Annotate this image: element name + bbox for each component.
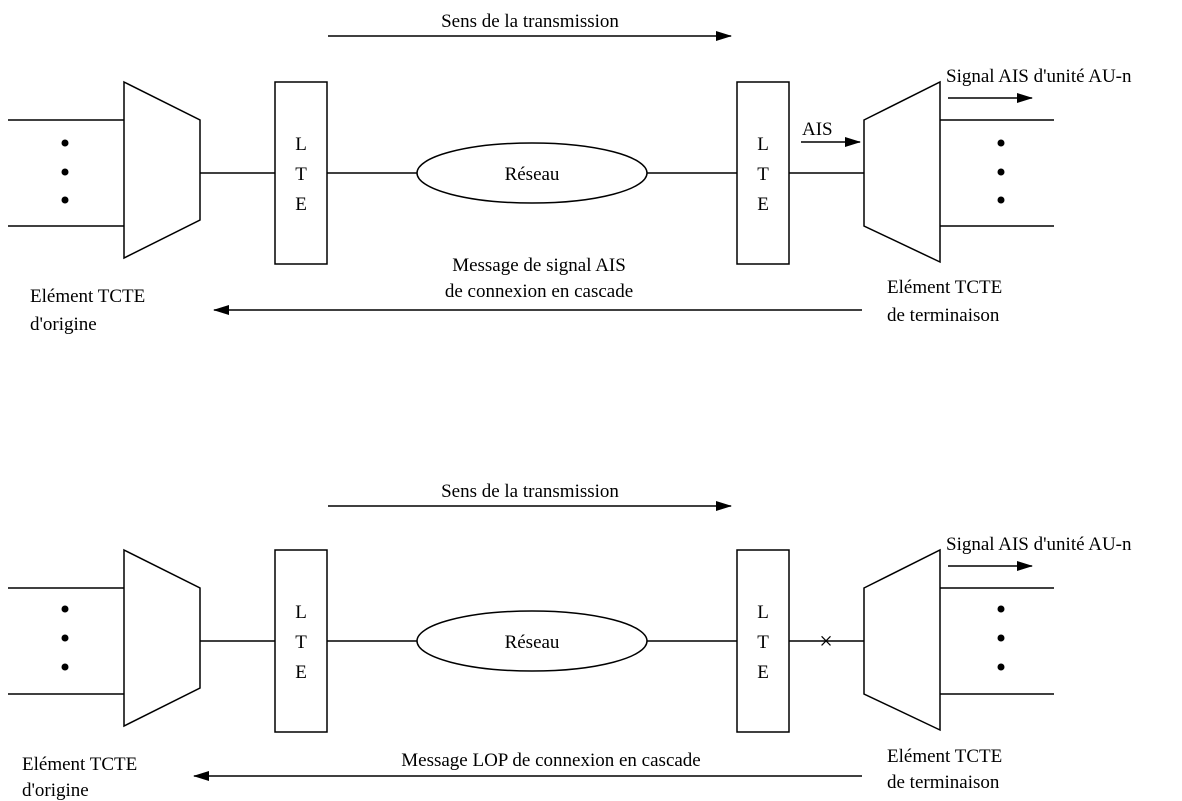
origin-tcte-multiplexer — [123, 548, 201, 728]
ellipsis-dot — [997, 605, 1005, 613]
break-marker: × — [819, 629, 833, 655]
termination-label-line: Elément TCTE — [887, 277, 1002, 298]
ellipsis-dot — [61, 634, 69, 642]
panel-lop-text: Sens de la transmission Signal AIS d'uni… — [22, 481, 1132, 801]
output-signal-label: Signal AIS d'unité AU-n — [946, 66, 1132, 87]
ellipsis-dot — [61, 168, 69, 176]
origin-label-line: d'origine — [30, 314, 97, 335]
lte-letter: L — [295, 134, 307, 155]
lte-letter: E — [757, 662, 769, 683]
origin-label-line: Elément TCTE — [22, 754, 137, 775]
origin-label-line: d'origine — [22, 780, 89, 801]
lte-letter: T — [295, 632, 307, 653]
lte-letter: T — [295, 164, 307, 185]
lte-letter: E — [295, 194, 307, 215]
panel-ais-text: Sens de la transmission Signal AIS d'uni… — [30, 11, 1132, 335]
panel-lop — [8, 501, 1054, 781]
ellipsis-dot — [997, 196, 1005, 204]
lte-letter: L — [295, 602, 307, 623]
ellipsis-dot — [997, 139, 1005, 147]
ellipsis-dot — [997, 634, 1005, 642]
message-label: Message LOP de connexion en cascade — [401, 750, 701, 771]
panel-lop-dots — [61, 605, 1005, 671]
ellipsis-dot — [61, 139, 69, 147]
ais-label: AIS — [802, 119, 833, 140]
panel-ais-dots — [61, 139, 1005, 204]
network-label: Réseau — [505, 632, 560, 653]
lte-letter: T — [757, 632, 769, 653]
ellipsis-dot — [61, 196, 69, 204]
ellipsis-dot — [997, 168, 1005, 176]
termination-tcte-demultiplexer — [863, 548, 941, 732]
output-signal-label: Signal AIS d'unité AU-n — [946, 534, 1132, 555]
termination-label-line: de terminaison — [887, 772, 1000, 793]
network-label: Réseau — [505, 164, 560, 185]
termination-label-line: de terminaison — [887, 305, 1000, 326]
ellipsis-dot — [997, 663, 1005, 671]
origin-label-line: Elément TCTE — [30, 286, 145, 307]
direction-label: Sens de la transmission — [441, 11, 619, 32]
panel-ais — [8, 31, 1054, 315]
lte-letter: L — [757, 602, 769, 623]
termination-tcte-demultiplexer — [863, 80, 941, 264]
lte-letter: T — [757, 164, 769, 185]
message-label-line: de connexion en cascade — [445, 281, 633, 302]
lte-letter: L — [757, 134, 769, 155]
ellipsis-dot — [61, 663, 69, 671]
origin-tcte-multiplexer — [123, 80, 201, 260]
lte-letter: E — [295, 662, 307, 683]
termination-label-line: Elément TCTE — [887, 746, 1002, 767]
ellipsis-dot — [61, 605, 69, 613]
lte-letter: E — [757, 194, 769, 215]
message-label-line: Message de signal AIS — [452, 255, 626, 276]
direction-label: Sens de la transmission — [441, 481, 619, 502]
